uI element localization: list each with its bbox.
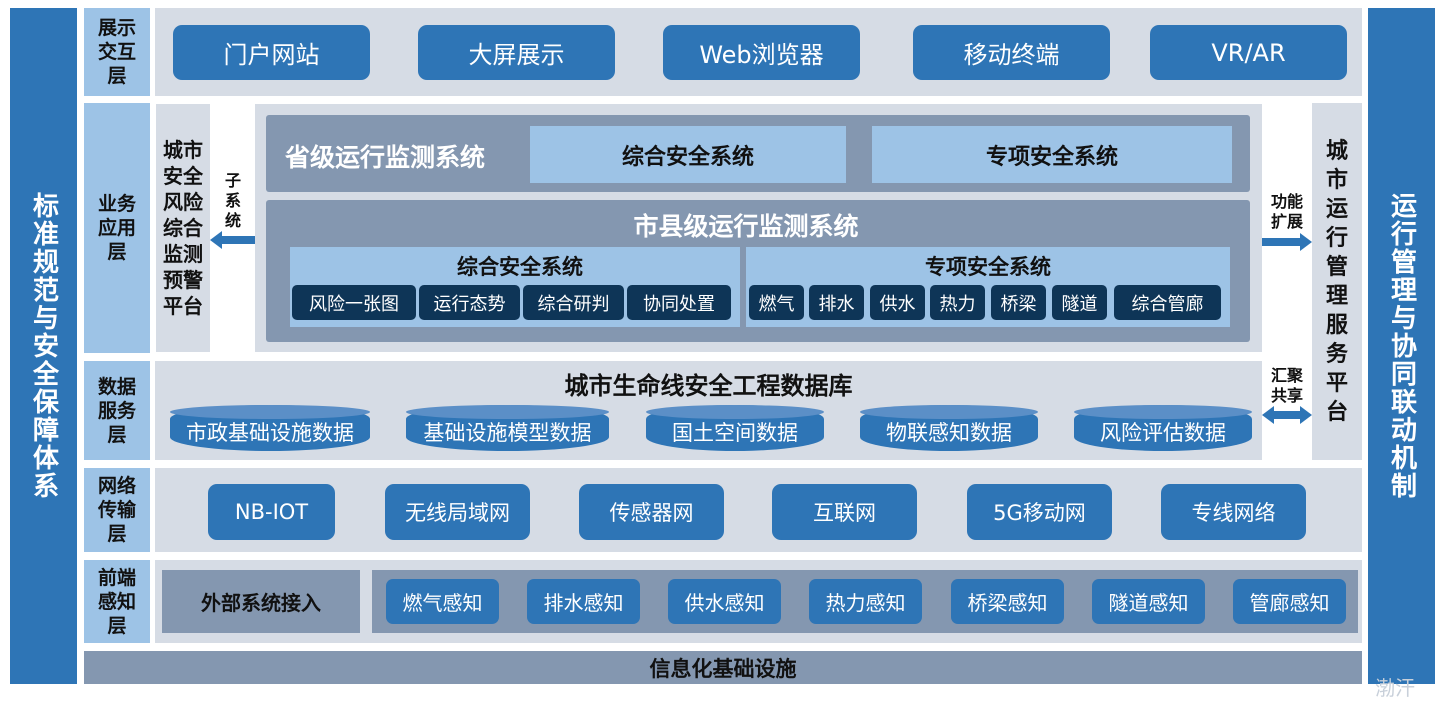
display-item: VR/AR (1150, 25, 1347, 80)
city-special-title: 专项安全系统 (925, 255, 1051, 279)
layer-label-network: 网络传输层 (84, 468, 150, 552)
province-title: 省级运行监测系统 (285, 143, 486, 172)
city-title: 市县级运行监测系统 (633, 212, 859, 241)
display-item: Web浏览器 (663, 25, 860, 80)
info-infrastructure: 信息化基础设施 (84, 651, 1362, 684)
subsystem-label: 子系统 (224, 171, 241, 230)
database-item: 国土空间数据 (672, 421, 798, 445)
sensing-item: 管廊感知 (1233, 579, 1346, 624)
module-item: 供水 (870, 285, 925, 320)
database-item: 物联感知数据 (886, 421, 1012, 445)
layer-label-data: 数据服务层 (84, 361, 150, 460)
sensing-item: 桥梁感知 (951, 579, 1064, 624)
sensing-item: 供水感知 (668, 579, 781, 624)
arrow-left-icon (210, 231, 256, 249)
arrow-right-icon (1262, 233, 1312, 251)
city-integrated-title: 综合安全系统 (457, 255, 583, 279)
province-special: 专项安全系统 (872, 126, 1232, 183)
province-integrated: 综合安全系统 (530, 126, 846, 183)
watermark: 渤汗 (1375, 676, 1415, 700)
database-title: 城市生命线安全工程数据库 (564, 371, 853, 400)
module-item: 风险一张图 (292, 285, 416, 320)
database-cylinder: 国土空间数据 (646, 405, 824, 451)
share-label: 汇聚共享 (1270, 366, 1303, 405)
network-item: 互联网 (772, 484, 917, 540)
network-item: 传感器网 (579, 484, 724, 540)
operations-coordination-bar: 运行管理与协同联动机制 (1368, 8, 1435, 684)
sensing-item: 燃气感知 (386, 579, 499, 624)
external-system-access: 外部系统接入 (162, 570, 360, 633)
module-item: 桥梁 (991, 285, 1046, 320)
module-item: 综合研判 (523, 285, 624, 320)
display-item: 移动终端 (913, 25, 1110, 80)
expand-label: 功能扩展 (1270, 192, 1303, 231)
module-item: 排水 (809, 285, 864, 320)
city-safety-platform: 城市安全风险综合监测预警平台 (156, 104, 210, 352)
database-item: 市政基础设施数据 (186, 421, 354, 445)
arrow-bidirectional-icon (1262, 406, 1312, 424)
standards-security-bar: 标准规范与安全保障体系 (10, 8, 77, 684)
database-item: 风险评估数据 (1100, 421, 1226, 445)
module-item: 协同处置 (627, 285, 731, 320)
layer-label-display: 展示交互层 (84, 8, 150, 96)
layer-label-sensing: 前端感知层 (84, 560, 150, 643)
network-panel (155, 468, 1362, 552)
network-item: 无线局域网 (385, 484, 530, 540)
display-item: 门户网站 (173, 25, 370, 80)
network-item: 5G移动网 (967, 484, 1112, 540)
layer-label-business: 业务应用层 (84, 103, 150, 353)
module-item: 燃气 (749, 285, 804, 320)
display-item: 大屏展示 (418, 25, 615, 80)
module-item: 热力 (930, 285, 985, 320)
database-cylinder: 物联感知数据 (860, 405, 1038, 451)
network-item: 专线网络 (1161, 484, 1306, 540)
ops-service-platform: 城市运行管理服务平台 (1312, 103, 1362, 460)
sensing-item: 排水感知 (527, 579, 640, 624)
module-item: 综合管廊 (1114, 285, 1221, 320)
database-cylinder: 市政基础设施数据 (170, 405, 370, 451)
sensing-item: 热力感知 (809, 579, 922, 624)
sensing-item: 隧道感知 (1092, 579, 1205, 624)
database-cylinder: 基础设施模型数据 (406, 405, 609, 451)
network-item: NB-IOT (208, 484, 335, 540)
database-cylinder: 风险评估数据 (1074, 405, 1252, 451)
database-item: 基础设施模型数据 (423, 421, 592, 445)
module-item: 隧道 (1052, 285, 1107, 320)
module-item: 运行态势 (419, 285, 520, 320)
